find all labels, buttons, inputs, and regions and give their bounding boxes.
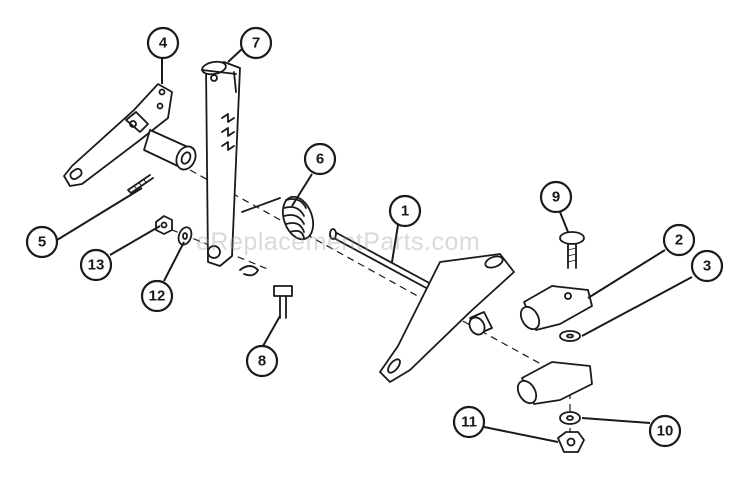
clamp-lower [516,361,593,405]
callout-label: 1 [401,203,409,220]
callout-label: 8 [258,353,266,370]
part-1-shaft-plate [329,228,515,383]
callout-label: 13 [88,257,105,274]
callout-10: 10 [648,414,682,448]
callout-1: 1 [388,194,422,228]
leader-lines [56,48,693,443]
callout-2: 2 [662,223,696,257]
part-9-carriage-bolt [559,231,585,269]
callout-label: 4 [159,35,168,52]
part-2-clamp-upper [519,285,593,331]
part-13-nut [155,215,173,235]
callout-label: 11 [461,414,477,431]
callout-7: 7 [239,26,273,60]
callout-label: 9 [552,189,560,206]
part-5-pin [127,174,154,194]
callout-13: 13 [79,248,113,282]
part-11-hex-nut [557,431,585,453]
callout-3: 3 [690,249,724,283]
callout-9: 9 [539,180,573,214]
part-12-washer [177,226,193,246]
callout-12: 12 [140,279,174,313]
part-4-bracket [63,83,197,187]
callout-11: 11 [452,405,486,439]
callout-label: 10 [657,423,674,440]
clip [239,265,259,277]
callout-label: 7 [252,35,260,52]
callouts: 1 2 3 4 5 6 7 8 9 10 11 12 13 [25,26,724,448]
callout-4: 4 [146,26,180,60]
part-7-lever [201,60,241,267]
callout-label: 5 [38,234,46,251]
callout-label: 3 [703,258,711,275]
part-8-bolt [273,285,293,319]
part-3-washer [559,330,581,342]
callout-5: 5 [25,225,59,259]
callout-label: 6 [316,151,324,168]
part-10-lock-washer [559,411,581,425]
callout-label: 2 [675,232,683,249]
callout-label: 12 [149,288,166,305]
callout-8: 8 [245,344,279,378]
part-6-spring [241,195,315,241]
callout-6: 6 [303,142,337,176]
watermark-text: eReplacementParts.com [196,228,481,256]
